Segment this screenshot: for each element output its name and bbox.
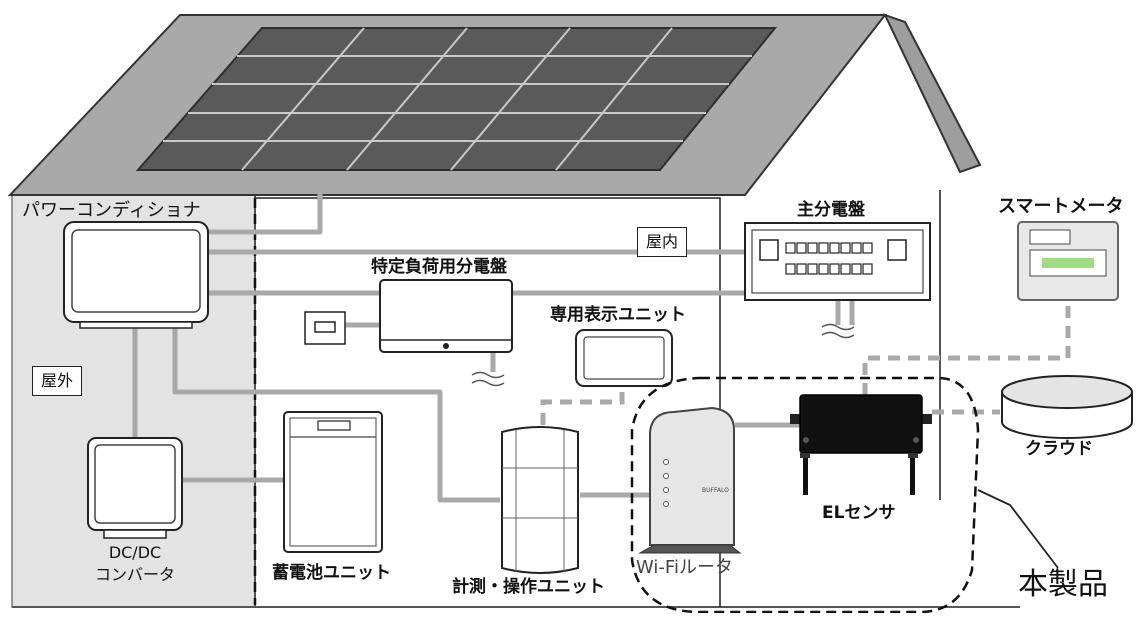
label-indoor: 屋内 [637, 227, 688, 257]
dedicated-display-device [575, 329, 673, 387]
power-conditioner-device [63, 221, 209, 329]
label-this-product: 本製品 [1018, 567, 1108, 602]
break-marks [471, 323, 855, 387]
wall-outlet [304, 311, 346, 345]
label-el-sensor: ELセンサ [822, 503, 896, 523]
cloud-cylinder [1001, 375, 1133, 439]
label-power-conditioner: パワーコンディショナ [22, 200, 201, 221]
label-dcdc-line1: DC/DC [108, 543, 162, 562]
label-outdoor: 屋外 [32, 366, 83, 396]
smart-meter-device [1017, 221, 1119, 301]
product-pointer-line [977, 489, 1059, 569]
solar-panel-grid [163, 27, 752, 171]
wifi-router-device [638, 406, 742, 554]
router-brand-text: BUFFALO [702, 487, 729, 494]
comm-lines [540, 300, 1071, 425]
label-battery: 蓄電池ユニット [272, 563, 391, 583]
dcdc-converter-device [87, 437, 183, 539]
el-sensor-device [790, 394, 932, 495]
label-dcdc-line2: コンバータ [94, 565, 175, 584]
label-specific-load-panel: 特定負荷用分電盤 [371, 257, 507, 277]
specific-load-panel-device [379, 279, 513, 353]
label-cloud: クラウド [1025, 439, 1093, 459]
label-smart-meter: スマートメータ [998, 196, 1124, 217]
label-main-panel: 主分電盤 [797, 200, 865, 220]
label-dedicated-display: 専用表示ユニット [550, 305, 686, 325]
label-wifi-router: Wi-Fiルータ [636, 557, 733, 578]
main-panel-device [744, 222, 931, 301]
label-measure-unit: 計測・操作ユニット [452, 577, 605, 597]
battery-unit-device [283, 411, 383, 553]
solar-panel [135, 27, 778, 171]
measure-unit-device [501, 426, 579, 574]
product-dashed-boundary [630, 376, 980, 614]
roof-gable-edge [883, 13, 982, 174]
